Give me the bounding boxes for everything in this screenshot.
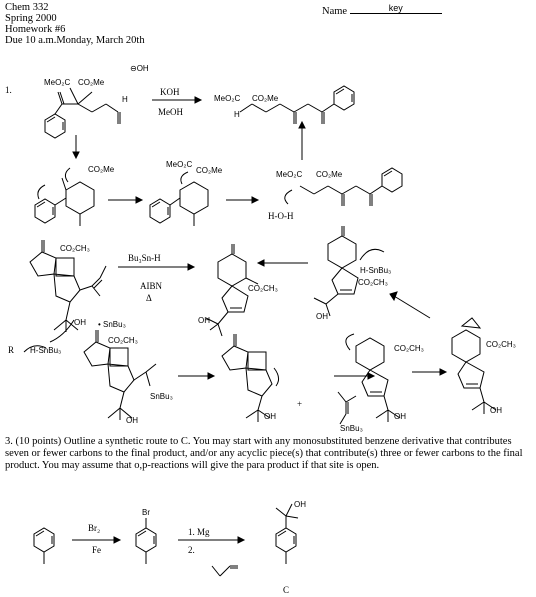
acetone-structure [211,565,238,577]
product-oh-label: OH [294,500,306,509]
name-label: Name [322,6,348,17]
spiro-oh-label: OH [198,316,210,325]
byproduct-sbu3-label: SnBu₃ [340,424,363,433]
cyclopropyl-ester-label: CO₂CH₃ [486,340,516,349]
name-field: Name key [322,3,442,17]
radical-tin-hydride-label: H-SnBu₃ [360,266,392,275]
enolate-product-structure [284,167,403,206]
cyclobutyl-radical-structure [221,334,280,422]
enolate-ester-left: MeO₂C [276,170,303,179]
problem-1-number: 1. [5,85,12,95]
radical-oh-label: OH [316,312,328,321]
hydrogen-label: H [122,95,128,104]
xanthate-radical-ester-label: CO₂CH₃ [108,336,138,345]
xanthate-oh-label: OH [74,318,86,327]
cyclobutyl-oh-label: OH [264,412,276,421]
reagent-aibn: AIBN [140,281,162,291]
reagent-iron: Fe [92,545,101,555]
xanthate-starting-structure [29,240,107,332]
opened-ester-label: CO₂CH₃ [394,344,424,353]
opened-oh-label: OH [394,412,406,421]
tin-radical-arrows [23,319,75,353]
header-block: Chem 332 Spring 2000 Homework #6 Due 10 … [5,2,145,46]
r-tin-hydride-label: H-SnBu₃ [30,346,62,355]
xanthate-radical-structure [83,330,157,420]
intermediate-ester-left: MeO₂C [166,160,193,169]
ester-label-right: CO₂Me [78,78,105,87]
reagent-koh: KOH [160,87,180,97]
name-value: key [349,3,442,14]
ester-label-left: MeO₂C [44,78,71,87]
reagent-magnesium: 1. Mg [188,527,210,537]
starting-ketoester-structure [44,87,121,139]
xanthate-radical-sbu3-label: SnBu₃ [150,392,173,401]
reagent-bromine: Br₂ [88,523,101,533]
due-line: Due 10 a.m.Monday, March 20th [5,35,145,46]
enolate-cyclization-structure [34,167,95,226]
toluene-structure [33,527,55,564]
cyclization-ester-label: CO₂Me [88,165,115,174]
homework-line: Homework #6 [5,24,66,35]
diketoester-product-structure [239,85,355,124]
radical-ester-label: CO₂CH₃ [358,278,388,287]
tin-radical-label: • SnBu₃ [98,320,126,329]
spiro-product-structure [205,244,259,337]
problem-3-statement: 3. (10 points) Outline a synthetic route… [5,436,523,471]
alkoxide-intermediate-structure [149,171,209,226]
spiro-ester-label: CO₂CH₃ [248,284,278,293]
product-hydrogen-label: H [234,110,240,119]
water-label: H-O-H [268,211,294,221]
reagent-step-2: 2. [188,545,195,555]
spiro-radical-structure [313,226,385,317]
reagent-meoh: MeOH [158,107,183,117]
bromo-label: Br [142,508,150,517]
intermediate-ester-right: CO₂Me [196,166,223,175]
reagent-heat: Δ [146,293,152,303]
product-ester-label-left: MeO₂C [214,94,241,103]
term-line: Spring 2000 [5,13,57,24]
xanthate-ester-label: CO₂CH₃ [60,244,90,253]
enolate-ester-right: CO₂Me [316,170,343,179]
product-ester-label-right: CO₂Me [252,94,279,103]
dithiocarbonate-byproduct-structure [337,391,357,425]
reagent-tin-hydride: Bu₃Sn-H [128,253,161,263]
ring-opened-radical-structure [345,333,401,422]
product-c-label: C [283,585,290,595]
bromotoluene-structure [135,518,157,564]
cyclopropyl-oh-label: OH [490,406,502,415]
course-line: Chem 332 [5,2,49,13]
hydroxide-label: ⊖OH [130,64,149,73]
plus-sign: + [297,399,303,409]
xanthate-radical-oh-label: OH [126,416,138,425]
radical-r-label: R [8,345,15,355]
cyclopropyloxy-radical-structure [451,317,497,414]
product-c-structure [275,503,299,564]
